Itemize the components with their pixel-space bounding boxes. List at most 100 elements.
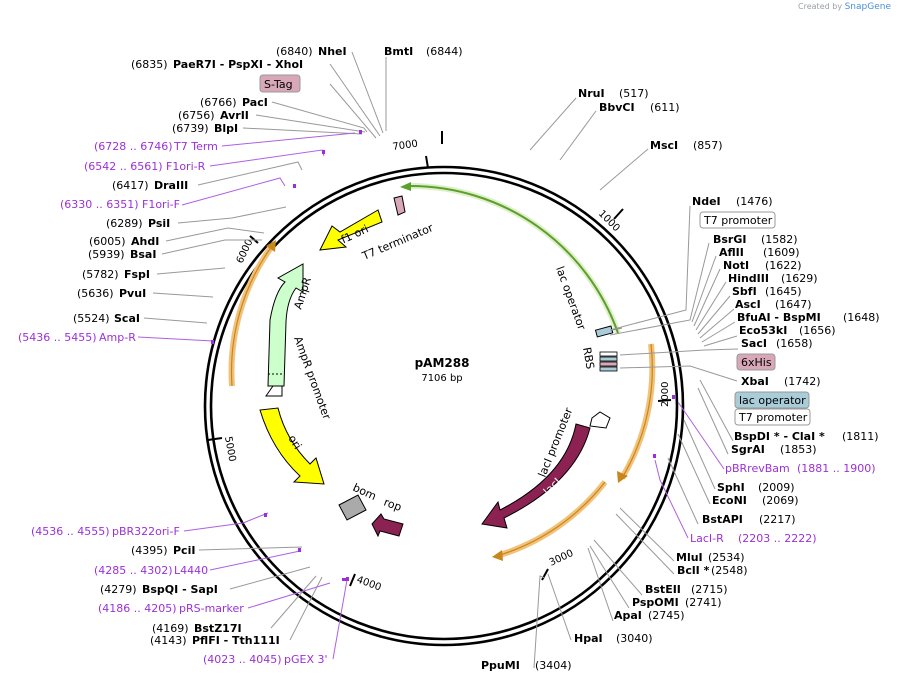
enzyme-aflii-pos[interactable]: (1609) [763,246,800,259]
enzyme-bstapi-pos[interactable]: (2217) [759,513,796,526]
enzyme-eco53ki[interactable]: Eco53kI [739,324,787,337]
6xhis-box[interactable] [736,353,776,371]
primer-f1orif-range[interactable]: (6330 .. 6351) [60,198,139,211]
enzyme-bspdi[interactable]: BspDI * - ClaI * [734,430,825,443]
mcs-cluster[interactable] [599,351,618,372]
ori-arrow[interactable] [259,407,325,485]
enzyme-ahdi[interactable]: AhdI [131,235,159,248]
enzyme-bbvci-pos[interactable]: (611) [650,101,680,114]
enzyme-paci-pos[interactable]: (6766) [200,96,237,109]
enzyme-bsai[interactable]: BsaI [130,248,156,261]
t7-promoter-box-2[interactable] [734,408,811,426]
primer-ampr[interactable]: Amp-R [99,331,136,344]
enzyme-bfuai-pos[interactable]: (1648) [843,311,880,324]
enzyme-bstapi[interactable]: BstAPI [702,513,743,526]
laci-promoter-arrow[interactable] [589,411,611,429]
enzyme-mlui[interactable]: MluI [676,551,703,564]
enzyme-ndei[interactable]: NdeI [692,195,721,208]
enzyme-xbai-pos[interactable]: (1742) [784,375,821,388]
enzyme-bstz17i[interactable]: BstZ17I [194,622,242,635]
enzyme-bsai-pos[interactable]: (5939) [88,248,125,261]
enzyme-mlui-pos[interactable]: (2534) [708,551,745,564]
enzyme-pflfi-pos[interactable]: (4143) [150,634,187,647]
enzyme-paer7i[interactable]: PaeR7I - PspXI - XhoI [173,58,303,71]
primer-pbrrevbam-range[interactable]: (1881 .. 1900) [797,462,876,475]
laci-arrow[interactable] [481,423,591,529]
primer-prs[interactable]: pRS-marker [179,602,244,615]
primer-laci-r[interactable]: LacI-R [690,532,724,545]
enzyme-blpi[interactable]: BlpI [214,122,238,135]
enzyme-hpai[interactable]: HpaI [574,632,603,645]
enzyme-blpi-pos[interactable]: (6739) [172,122,209,135]
enzyme-xbai[interactable]: XbaI [741,375,769,388]
enzyme-psii-pos[interactable]: (6289) [106,217,143,230]
f1-ori-arrow[interactable] [319,209,383,251]
enzyme-nhei[interactable]: NheI [318,45,347,58]
enzyme-bspqi[interactable]: BspQI - SapI [142,583,218,596]
enzyme-bspqi-pos[interactable]: (4279) [100,583,137,596]
enzyme-hindiii[interactable]: HindIII [728,272,769,285]
primer-pgex[interactable]: pGEX 3' [284,653,328,666]
enzyme-bcli[interactable]: BclI * [677,564,710,577]
enzyme-ndei-pos[interactable]: (1476) [736,195,773,208]
enzyme-pvui-pos[interactable]: (5636) [77,287,114,300]
enzyme-pflfi[interactable]: PflFI - Tth111I [192,634,280,647]
enzyme-fspi-pos[interactable]: (5782) [82,268,119,281]
enzyme-ppumi-pos[interactable]: (3404) [535,659,572,672]
enzyme-pvui[interactable]: PvuI [119,287,146,300]
enzyme-draiii[interactable]: DraIII [154,179,188,192]
enzyme-noti-pos[interactable]: (1622) [765,259,802,272]
primer-ampr-range[interactable]: (5436 .. 5455) [18,331,97,344]
enzyme-msci[interactable]: MscI [650,139,678,152]
enzyme-sbfi[interactable]: SbfI [732,285,757,298]
rop-arrow[interactable] [371,513,404,538]
enzyme-econi-pos[interactable]: (2069) [762,494,799,507]
bom-block[interactable] [338,494,367,521]
primer-pbr322[interactable]: pBR322ori-F [112,525,180,538]
enzyme-sgrai-pos[interactable]: (1853) [780,443,817,456]
enzyme-pcii[interactable]: PciI [173,544,195,557]
enzyme-asci[interactable]: AscI [735,298,761,311]
enzyme-paci[interactable]: PacI [242,96,268,109]
enzyme-hpai-pos[interactable]: (3040) [616,632,653,645]
primer-t7term-range[interactable]: (6728 .. 6746) [94,140,173,153]
lac-operator-box[interactable] [734,391,810,409]
enzyme-saci-pos[interactable]: (1658) [776,337,813,350]
enzyme-ahdi-pos[interactable]: (6005) [89,235,126,248]
enzyme-avrii-pos[interactable]: (6756) [178,109,215,122]
primer-f1orir[interactable]: F1ori-R [166,160,206,173]
primer-prs-range[interactable]: (4186 .. 4205) [98,602,177,615]
enzyme-paer7i-pos[interactable]: (6835) [131,58,168,71]
enzyme-scai[interactable]: ScaI [114,312,140,325]
enzyme-bsrgi-pos[interactable]: (1582) [761,233,798,246]
green-arc-feature[interactable] [409,182,621,334]
enzyme-bstz17i-pos[interactable]: (4169) [152,622,189,635]
enzyme-ppumi[interactable]: PpuMI [481,659,520,672]
enzyme-sbfi-pos[interactable]: (1645) [765,285,802,298]
enzyme-scai-pos[interactable]: (5524) [73,312,110,325]
t7-terminator-marker[interactable] [393,195,406,216]
enzyme-draiii-pos[interactable]: (6417) [112,179,149,192]
enzyme-sphi-pos[interactable]: (2009) [758,481,795,494]
enzyme-apai-pos[interactable]: (2745) [648,609,685,622]
primer-l4440[interactable]: L4440 [174,564,208,577]
enzyme-nrui-pos[interactable]: (517) [619,87,649,100]
primer-f1orir-range[interactable]: (6542 .. 6561) [84,160,163,173]
enzyme-econi[interactable]: EcoNI [712,494,747,507]
orange-arc-left[interactable] [228,244,275,387]
enzyme-saci[interactable]: SacI [741,337,767,350]
enzyme-msci-pos[interactable]: (857) [693,139,723,152]
enzyme-bsteii-pos[interactable]: (2715) [691,583,728,596]
primer-f1orif[interactable]: F1ori-F [142,198,180,211]
ampr-promoter-arrow[interactable] [265,385,283,397]
primer-l4440-range[interactable]: (4285 .. 4302) [94,564,173,577]
enzyme-bspdi-pos[interactable]: (1811) [842,430,879,443]
s-tag-box[interactable] [259,74,301,93]
enzyme-sgrai[interactable]: SgrAI [731,443,765,456]
primer-pgex-range[interactable]: (4023 .. 4045) [203,653,282,666]
enzyme-sphi[interactable]: SphI [717,481,745,494]
enzyme-bcli-pos[interactable]: (2548) [711,564,748,577]
enzyme-hindiii-pos[interactable]: (1629) [781,272,818,285]
primer-t7term[interactable]: T7 Term [173,140,218,153]
enzyme-apai[interactable]: ApaI [614,609,642,622]
